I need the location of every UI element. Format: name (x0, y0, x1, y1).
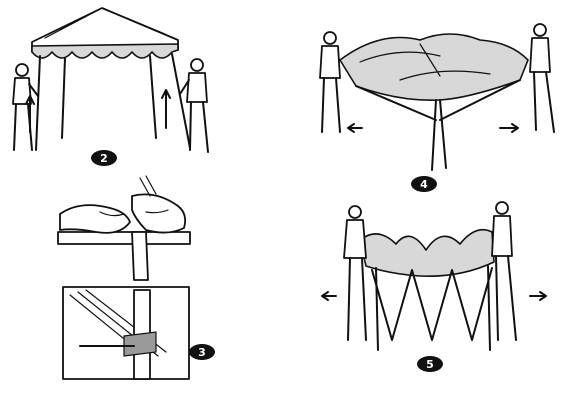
frame-post (132, 232, 148, 280)
person-right (530, 24, 554, 132)
right-arrow-icon (322, 292, 336, 300)
step-number: 3 (198, 346, 206, 359)
person-left (13, 64, 38, 150)
step-badge-2: 2 (91, 150, 117, 166)
panel-step-2: 2 (13, 8, 208, 166)
person-left (320, 32, 340, 132)
up-arrow-icon (26, 96, 34, 132)
frame-bar (58, 232, 190, 244)
left-arrow-icon (500, 124, 518, 132)
panel-step-4: 4 (320, 24, 554, 192)
canopy-leg (36, 56, 40, 150)
right-arrow-icon (348, 124, 362, 132)
detail-box (63, 287, 189, 379)
canopy-collapsing (360, 230, 494, 277)
person-right (492, 202, 516, 340)
up-arrow-icon (162, 90, 170, 128)
canopy-leg (150, 56, 156, 138)
hand-left (60, 205, 130, 233)
person-right (180, 59, 208, 152)
canopy-leg (62, 58, 65, 138)
panel-step-3: 3 (58, 176, 215, 379)
step-badge-5: 5 (417, 356, 443, 372)
step-number: 2 (100, 152, 108, 165)
step-number: 4 (420, 178, 428, 191)
left-arrow-icon (530, 292, 546, 300)
person-left (344, 206, 366, 340)
panel-step-5: 5 (322, 202, 546, 372)
step-badge-3: 3 (189, 344, 215, 360)
step-number: 5 (426, 358, 434, 371)
detail-bracket (124, 332, 156, 356)
step-badge-4: 4 (411, 176, 437, 192)
canopy-valance (32, 44, 178, 58)
hand-right (132, 194, 185, 232)
